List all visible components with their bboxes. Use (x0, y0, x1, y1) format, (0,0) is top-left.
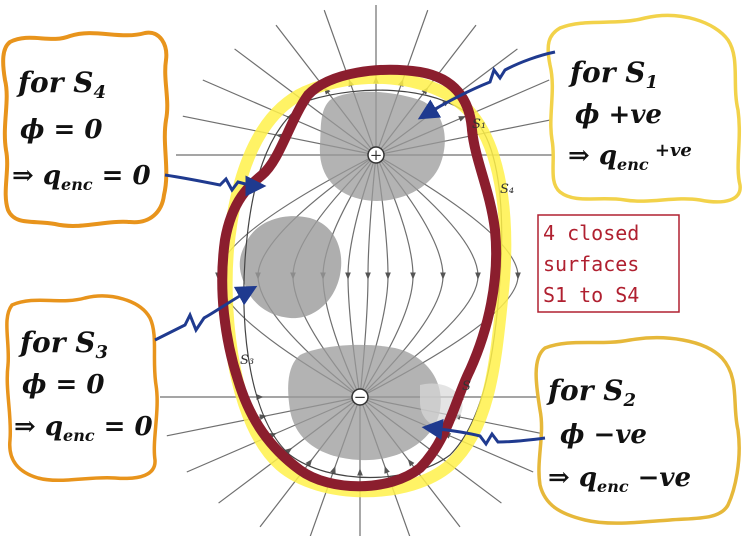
svg-text:for S1: for S1 (568, 56, 658, 93)
svg-text:for S2: for S2 (546, 374, 636, 411)
callout-s4-border (1, 30, 170, 228)
callout-s1-flux: ϕ +ve (575, 100, 662, 130)
note-line-1: 4 closed (543, 221, 639, 245)
callout-s1-title: for S (568, 56, 645, 89)
callout-s2-flux: ϕ −ve (560, 420, 647, 450)
svg-text:for S3: for S3 (18, 326, 108, 363)
callout-s3-title: for S (18, 326, 95, 359)
surface-s1-shaded (319, 91, 445, 201)
plus-sign: + (370, 146, 383, 164)
label-s2: S (462, 379, 471, 394)
svg-text:⇒ qenc −ve: ⇒ qenc −ve (548, 463, 691, 496)
positive-charge: + (367, 146, 385, 164)
callout-s2-result-tail: −ve (629, 463, 692, 493)
callout-s3-result-subscript: enc (63, 426, 95, 445)
note-box: 4 closed surfaces S1 to S4 (537, 214, 680, 313)
callout-s3: for S3 ϕ = 0 ⇒ qenc = 0 (5, 294, 159, 482)
callout-s4: for S4 ϕ = 0 ⇒ qenc = 0 (1, 30, 170, 228)
arrow-s3 (154, 285, 258, 342)
field-line (359, 154, 521, 398)
callout-s2-border (534, 336, 741, 525)
svg-text:⇒ qenc +ve: ⇒ qenc +ve (568, 140, 692, 174)
callout-s2: for S2 ϕ −ve ⇒ qenc −ve (534, 336, 741, 525)
callout-s4-result-subscript: enc (61, 175, 93, 194)
svg-text:⇒ qenc = 0: ⇒ qenc = 0 (12, 161, 151, 194)
callout-s2-result: ⇒ q (548, 463, 597, 493)
callout-s4-subscript: 4 (93, 82, 106, 103)
callout-s2-title: for S (546, 374, 623, 407)
callout-s1-result: ⇒ q (568, 141, 617, 171)
surface-s4-outline (217, 64, 502, 492)
minus-sign: − (354, 388, 367, 406)
callout-s4-result: ⇒ q (12, 161, 61, 191)
callout-s4-flux: ϕ = 0 (20, 115, 102, 145)
note-line-3: S1 to S4 (543, 283, 639, 307)
field-line (359, 154, 481, 398)
callout-s3-subscript: 3 (95, 342, 108, 363)
arrow-s2 (421, 418, 546, 447)
callout-s4-result-tail: = 0 (93, 161, 151, 191)
callout-s3-result: ⇒ q (14, 412, 63, 442)
surface-s3-shaded (239, 216, 342, 319)
callout-s3-border (5, 294, 159, 482)
callout-s3-flux: ϕ = 0 (22, 370, 104, 400)
callout-s2-result-subscript: enc (597, 477, 629, 496)
label-s4: S₄ (500, 182, 514, 197)
callout-s2-subscript: 2 (622, 390, 636, 411)
callout-s3-result-tail: = 0 (95, 412, 153, 442)
label-s1: S₁ (472, 117, 486, 132)
arrow-s1 (417, 50, 556, 120)
arrow-s4 (164, 173, 267, 197)
callout-s1-result-subscript: enc (617, 155, 649, 174)
svg-text:⇒ qenc = 0: ⇒ qenc = 0 (14, 412, 153, 445)
callout-s1-result-tail: +ve (649, 140, 692, 161)
callout-s1-subscript: 1 (645, 72, 658, 93)
callout-s1: for S1 ϕ +ve ⇒ qenc +ve (546, 13, 742, 204)
callout-s4-title: for S (16, 66, 93, 99)
label-s3: S₃ (240, 353, 254, 368)
note-line-2: surfaces (543, 252, 639, 276)
svg-text:for S4: for S4 (16, 66, 106, 103)
callout-s1-border (546, 13, 742, 204)
negative-charge: − (351, 388, 369, 406)
